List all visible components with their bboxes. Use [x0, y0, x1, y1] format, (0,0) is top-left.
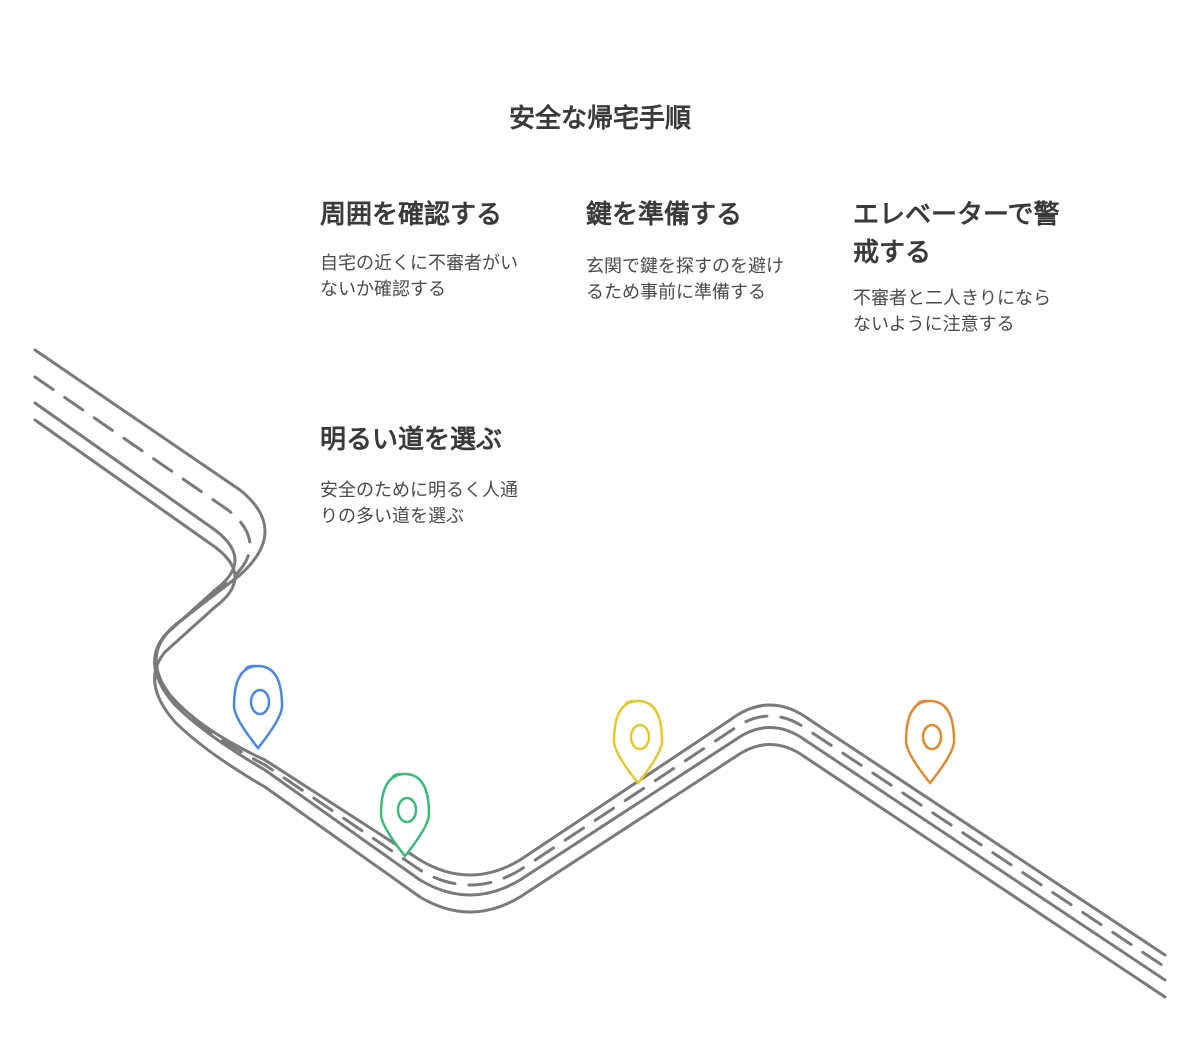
step-2-pin[interactable]: [379, 772, 431, 859]
diagram-title: 安全な帰宅手順: [508, 104, 691, 134]
pin-front-icon: [904, 699, 956, 786]
step-1-description: 安全のために明るく人通りの多い道を選ぶ: [320, 480, 518, 527]
pin-front-icon: [232, 664, 284, 751]
step-4-description: 不審者と二人きりにならないように注意する: [853, 288, 1051, 335]
step-3-title: 鍵を準備する: [586, 200, 743, 230]
step-1-title: 明るい道を選ぶ: [320, 425, 503, 455]
step-3-pin[interactable]: [612, 699, 664, 786]
road-edge-inner: [33, 401, 1167, 982]
winding-road: [33, 348, 1167, 999]
road-edge-side-b: [803, 755, 1167, 999]
road-edge-outer: [33, 348, 1167, 957]
pin-front-icon: [612, 699, 664, 786]
step-1-pin[interactable]: [232, 664, 284, 751]
pin-front-icon: [379, 772, 431, 859]
step-3-description: 玄関で鍵を探すのを避けるため事前に準備する: [586, 256, 784, 303]
step-4-title: エレベーターで警戒する: [853, 200, 1060, 268]
pin-hole-icon: [249, 688, 271, 716]
road-edge-side-a: [33, 418, 807, 914]
step-2-description: 自宅の近くに不審者がいないか確認する: [320, 253, 518, 300]
location-pins: [232, 664, 956, 859]
step-4-pin[interactable]: [904, 699, 956, 786]
step-2-title: 周囲を確認する: [320, 200, 503, 230]
pin-hole-icon: [921, 723, 943, 751]
pin-hole-icon: [629, 723, 651, 751]
pin-hole-icon: [396, 796, 418, 824]
